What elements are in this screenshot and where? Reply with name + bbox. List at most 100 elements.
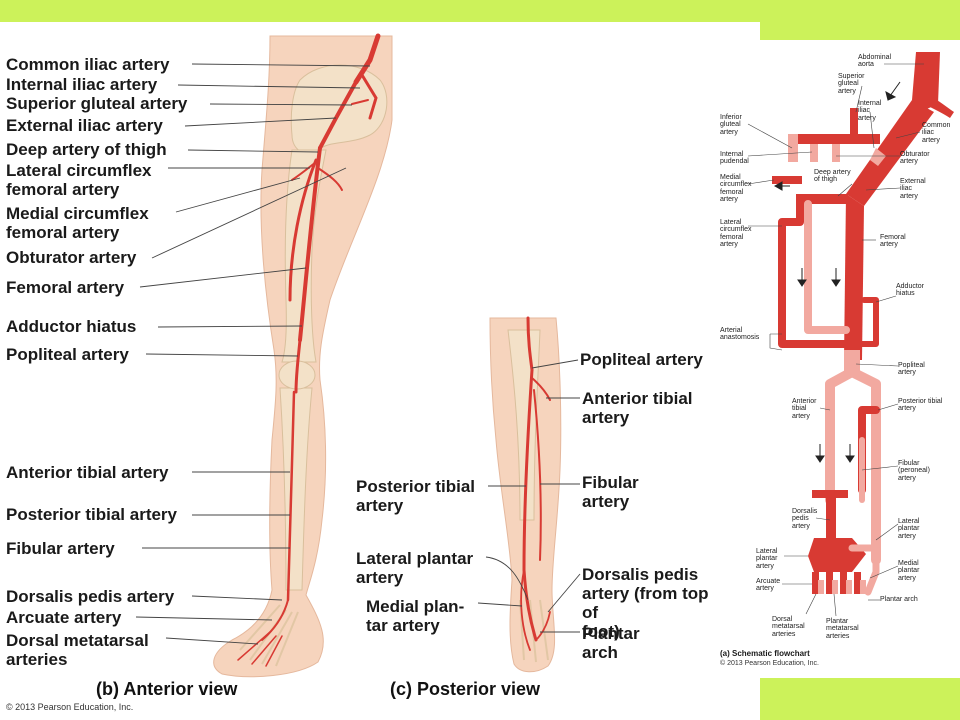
- label-post-anterior-tibial: Anterior tibial artery: [582, 389, 693, 428]
- popliteal-seg: [844, 350, 860, 374]
- posterior-arteries: [520, 316, 551, 651]
- pudendal-stub: [810, 144, 818, 162]
- fc-abdominal-aorta: Abdominal aorta: [858, 54, 892, 69]
- posterior-tibial-vessel: [522, 368, 538, 642]
- internal-iliac-horiz: [796, 134, 880, 144]
- label-lateral-circumflex: Lateral circumflex femoral artery: [6, 161, 152, 200]
- caption-anterior-view: (b) Anterior view: [96, 679, 238, 699]
- lateral-plantar-light: [848, 544, 880, 596]
- fc-superior-gluteal: Superior gluteal artery: [838, 73, 865, 95]
- metatarsal-fingers: [812, 572, 861, 594]
- bottom-right-band: [760, 678, 960, 720]
- popliteal-vessel: [294, 338, 302, 394]
- tibia-bone: [279, 387, 313, 591]
- label-post-fibular-artery: Fibular artery: [582, 473, 639, 512]
- label-adductor-hiatus: Adductor hiatus: [6, 317, 137, 336]
- dorsalis-bar: [812, 490, 848, 498]
- label-medial-circumflex: Medial circumflex femoral artery: [6, 204, 149, 243]
- fc-medial-circumflex: Medial circumflex femoral artery: [720, 174, 752, 204]
- fc-anterior-tibial: Anterior tibial artery: [792, 398, 817, 420]
- fc-common-iliac: Common iliac artery: [922, 122, 951, 144]
- fc-dorsalis-pedis: Dorsalis pedis artery: [792, 508, 818, 530]
- label-post-plantar-arch: Plantar arch: [582, 624, 640, 663]
- deep-thigh-vessel: [288, 158, 318, 302]
- copyright-anterior: © 2013 Pearson Education, Inc.: [6, 702, 134, 712]
- caption-posterior-view: (c) Posterior view: [390, 679, 541, 699]
- label-anterior-tibial-artery: Anterior tibial artery: [6, 463, 169, 482]
- label-superior-gluteal-artery: Superior gluteal artery: [6, 94, 188, 113]
- fc-medial-plantar: Medial plantar artery: [898, 560, 920, 582]
- fc-lateral-plantar-left: Lateral plantar artery: [756, 548, 778, 570]
- fc-dorsal-metatarsal: Dorsal metatarsal arteries: [772, 616, 805, 638]
- label-dorsal-metatarsal: Dorsal metatarsal arteries: [6, 631, 149, 670]
- fc-deep-artery-thigh: Deep artery of thigh: [814, 169, 851, 184]
- top-band: [0, 0, 960, 22]
- obturator-stub: [832, 144, 840, 162]
- label-deep-artery-of-thigh: Deep artery of thigh: [6, 140, 167, 159]
- fc-plantar-arch: Plantar arch: [880, 596, 918, 603]
- caption-schematic-flowchart: (a) Schematic flowchart: [720, 649, 810, 658]
- posterior-fibular-vessel: [533, 389, 542, 561]
- fc-posterior-tibial: Posterior tibial artery: [898, 398, 943, 413]
- flowchart-vessels: [772, 52, 954, 596]
- flowchart-leader-lines: [747, 63, 924, 617]
- fc-arterial-anastomosis: Arterial anastomosis: [720, 327, 760, 342]
- inferior-gluteal-stub: [788, 134, 798, 162]
- superior-gluteal-stub: [850, 108, 858, 136]
- label-posterior-tibial-artery: Posterior tibial artery: [6, 505, 178, 524]
- label-dorsalis-pedis-artery: Dorsalis pedis artery: [6, 587, 175, 606]
- label-obturator-artery: Obturator artery: [6, 248, 137, 267]
- lateral-circumflex-loop: [778, 200, 850, 348]
- fc-internal-iliac: Internal iliac artery: [858, 100, 882, 122]
- label-femoral-artery: Femoral artery: [6, 278, 125, 297]
- fc-arcuate: Arcuate artery: [756, 578, 781, 593]
- fc-internal-pudendal: Internal pudendal: [720, 151, 749, 166]
- external-iliac-femoral: [844, 194, 864, 360]
- anterior-tibial-vessel: [286, 390, 296, 602]
- fc-femoral: Femoral artery: [880, 234, 906, 249]
- anastomosis-links: [859, 297, 879, 347]
- label-post-popliteal-artery: Popliteal artery: [580, 350, 703, 369]
- circumflex-vessels: [291, 161, 343, 191]
- top-right-band: [760, 22, 960, 40]
- dorsalis-down: [826, 498, 836, 538]
- superior-gluteal-vessel: [351, 99, 369, 105]
- fc-inferior-gluteal: Inferior gluteal artery: [720, 114, 742, 136]
- deep-thigh-horiz: [796, 194, 848, 204]
- label-popliteal-artery: Popliteal artery: [6, 345, 129, 364]
- dorsal-metatarsal-vessels: [237, 631, 283, 667]
- fc-fibular-peroneal: Fibular (peroneal) artery: [898, 460, 930, 482]
- label-post-lateral-plantar: Lateral plantar artery: [356, 549, 474, 588]
- popliteal-split: [825, 367, 881, 565]
- internal-iliac-vessel: [360, 73, 378, 120]
- posterior-leader-lines: [477, 359, 581, 633]
- fc-lateral-circumflex: Lateral circumflex femoral artery: [720, 219, 752, 249]
- label-post-dorsalis-pedis: Dorsalis pedis artery (from top of foot): [582, 565, 709, 642]
- label-common-iliac-artery: Common iliac artery: [6, 55, 170, 74]
- femoral-vessel: [298, 146, 322, 342]
- deep-loop-light: [804, 200, 850, 334]
- label-internal-iliac-artery: Internal iliac artery: [6, 75, 158, 94]
- fc-lateral-plantar-right: Lateral plantar artery: [898, 518, 920, 540]
- plantar-arch-block: [808, 538, 866, 572]
- fc-adductor-hiatus: Adductor hiatus: [896, 283, 925, 298]
- medial-circumflex-stub: [772, 176, 802, 184]
- label-arcuate-artery: Arcuate artery: [6, 608, 122, 627]
- label-post-medial-plantar: Medial plan- tar artery: [366, 597, 465, 636]
- posterior-popliteal-vessel: [526, 316, 534, 372]
- plantar-vessels: [520, 569, 551, 651]
- label-fibular-artery: Fibular artery: [6, 539, 115, 558]
- common-iliac-trunk: [846, 100, 934, 206]
- aorta-branch: [928, 96, 954, 118]
- aorta-block: [912, 52, 940, 112]
- label-external-iliac-artery: External iliac artery: [6, 116, 163, 135]
- label-post-posterior-tibial: Posterior tibial artery: [356, 477, 476, 516]
- copyright-flowchart: © 2013 Pearson Education, Inc.: [720, 660, 819, 667]
- fc-popliteal: Popliteal artery: [898, 362, 925, 377]
- fc-obturator: Obturator artery: [900, 151, 930, 166]
- internal-iliac-branch: [870, 148, 886, 166]
- fc-plantar-metatarsal: Plantar metatarsal arteries: [826, 618, 859, 640]
- anterior-leader-lines: [135, 63, 371, 645]
- fc-external-iliac: External iliac artery: [900, 178, 926, 200]
